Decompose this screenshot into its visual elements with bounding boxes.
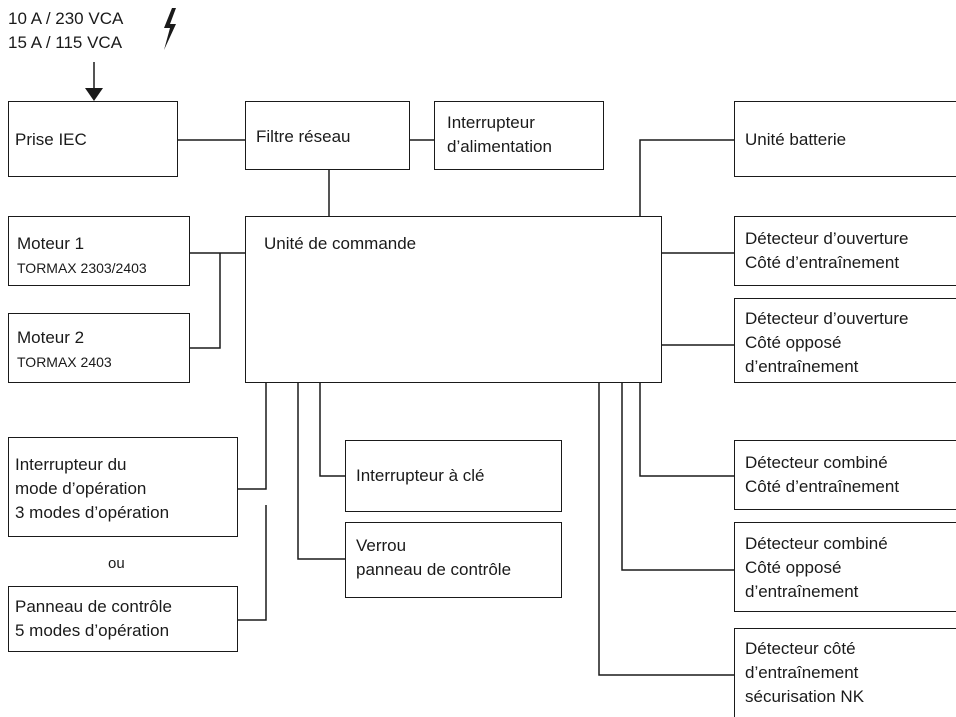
interrupteur-mode-box: Interrupteur du mode d’opération 3 modes… [8,437,238,537]
filtre-reseau-label: Filtre réseau [256,127,351,146]
arrow-down-icon [85,88,103,101]
unite-commande-label: Unité de commande [264,234,417,253]
interrupteur-alimentation-box: Interrupteur d’alimentation [434,101,604,170]
moteur-1-title: Moteur 1 [17,234,85,253]
int-cle-label: Interrupteur à clé [356,466,485,485]
panneau-line1: Panneau de contrôle [15,597,172,616]
det-nk-line1: Détecteur côté [745,639,856,658]
int-cle-line [319,383,345,477]
det-ouv-opp-line3: d’entraînement [745,357,859,376]
prise-iec-box: Prise IEC [8,101,178,177]
verrou-panneau-box: Verrou panneau de contrôle [345,522,562,598]
verrou-line [297,383,345,560]
moteur-1-model: TORMAX 2303/2403 [17,260,147,276]
interrupteur-alim-line1: Interrupteur [447,113,535,132]
supply-line-2: 15 A / 115 VCA [8,33,123,52]
det-comb-ent-line1: Détecteur combiné [745,453,888,472]
det-nk-line2: d’entraînement [745,663,859,682]
lightning-icon [164,8,176,50]
panneau-controle-box: Panneau de contrôle 5 modes d’opération [8,586,238,652]
unite-commande-box: Unité de commande [245,216,662,383]
detecteur-combine-entrainement-box: Détecteur combiné Côté d’entraînement [734,440,956,510]
verrou-line1: Verrou [356,536,407,555]
det-ouv-opp-line1: Détecteur d’ouverture [745,309,909,328]
detecteur-ouverture-oppose-box: Détecteur d’ouverture Côté opposé d’entr… [734,298,956,383]
det-comb-opp-line [621,383,734,571]
moteur-2-title: Moteur 2 [17,328,85,347]
ou-label: ou [108,555,125,572]
det-comb-opp-line1: Détecteur combiné [745,534,888,553]
interrupteur-alim-line2: d’alimentation [447,137,552,156]
supply-line-1: 10 A / 230 VCA [8,9,124,28]
prise-iec-label: Prise IEC [15,130,87,149]
unite-batterie-box: Unité batterie [734,101,956,177]
det-comb-opp-line3: d’entraînement [745,582,859,601]
detecteur-nk-box: Détecteur côté d’entraînement sécurisati… [734,628,956,717]
det-ouv-opp-line2: Côté opposé [745,333,842,352]
det-comb-ent-line2: Côté d’entraînement [745,477,900,496]
unite-batterie-label: Unité batterie [745,130,847,149]
panneau-line [238,505,267,621]
int-mode-line2: mode d’opération [15,479,147,498]
moteur-1-box: Moteur 1 TORMAX 2303/2403 [8,216,190,286]
det-comb-opp-line2: Côté opposé [745,558,842,577]
filtre-reseau-box: Filtre réseau [245,101,410,170]
verrou-line2: panneau de contrôle [356,560,512,579]
detecteur-combine-oppose-box: Détecteur combiné Côté opposé d’entraîne… [734,522,956,612]
motor2-line [190,253,221,349]
int-mode-line [238,383,267,490]
moteur-2-model: TORMAX 2403 [17,354,112,370]
panneau-line2: 5 modes d’opération [15,621,170,640]
interrupteur-cle-box: Interrupteur à clé [345,440,562,512]
int-mode-line1: Interrupteur du [15,455,127,474]
moteur-2-box: Moteur 2 TORMAX 2403 [8,313,190,383]
det-nk-line [598,383,734,676]
det-ouv-ent-line2: Côté d’entraînement [745,253,900,272]
det-comb-ent-line [639,383,734,477]
int-mode-line3: 3 modes d’opération [15,503,170,522]
det-ouv-ent-line1: Détecteur d’ouverture [745,229,909,248]
detecteur-ouverture-entrainement-box: Détecteur d’ouverture Côté d’entraînemen… [734,216,956,286]
det-nk-line3: sécurisation NK [745,687,865,706]
battery-line [639,139,734,216]
